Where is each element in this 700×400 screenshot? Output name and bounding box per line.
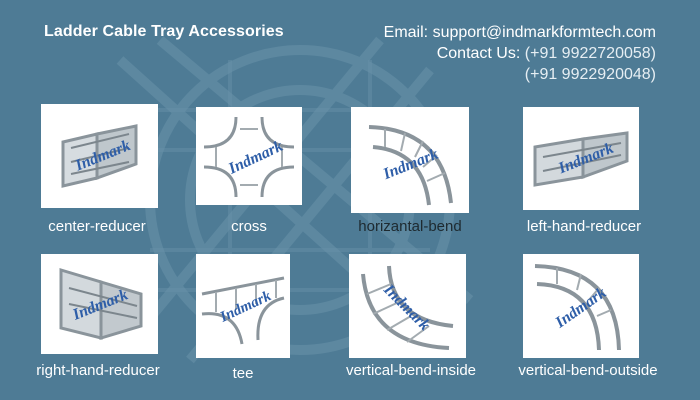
watermark-logo: Indmark [552,284,610,332]
vertical-bend-outside-image[interactable]: Indmark [523,254,639,358]
center-reducer-picture: Indmark [61,124,138,188]
email-link[interactable]: support@indmarkformtech.com [432,24,656,41]
phone-number-1[interactable]: (+91 9922720058) [524,45,656,62]
vertical-bend-inside-picture: Indmark [361,265,454,350]
center-reducer-caption: center-reducer [48,218,146,235]
contact-label: Contact Us: [436,45,521,62]
phone-line-2: (+91 9922920048) [326,64,656,85]
horizantal-bend-image[interactable]: Indmark [351,107,469,213]
right-hand-reducer-picture: Indmark [59,267,143,341]
cross-caption: cross [231,218,267,235]
horizantal-bend-picture: Indmark [368,125,453,206]
tee-picture: Indmark [201,276,285,345]
email-label: Email: [383,24,429,41]
vertical-bend-outside-picture: Indmark [534,264,621,351]
contact-block: Email: support@indmarkformtech.com Conta… [326,22,656,85]
page-title: Ladder Cable Tray Accessories [44,23,284,40]
watermark-logo: Indmark [225,138,285,178]
right-hand-reducer-image[interactable]: Indmark [41,254,158,354]
vertical-bend-inside-caption: vertical-bend-inside [345,362,477,379]
center-reducer-image[interactable]: Indmark [41,104,158,208]
vertical-bend-inside-image[interactable]: Indmark [349,254,466,358]
contact-line: Contact Us: (+91 9922720058) [326,43,656,64]
phone-number-2[interactable]: (+91 9922920048) [524,66,656,83]
cross-picture: Indmark [203,116,295,198]
left-hand-reducer-caption: left-hand-reducer [526,218,642,235]
tee-image[interactable]: Indmark [196,254,290,358]
left-hand-reducer-image[interactable]: Indmark [523,107,639,210]
horizantal-bend-caption: horizantal-bend [358,218,462,235]
tee-caption: tee [232,365,254,382]
right-hand-reducer-caption: right-hand-reducer [36,362,160,379]
vertical-bend-outside-caption: vertical-bend-outside [518,362,658,379]
left-hand-reducer-picture: Indmark [533,131,629,187]
email-line: Email: support@indmarkformtech.com [326,22,656,43]
cross-image[interactable]: Indmark [196,107,302,205]
